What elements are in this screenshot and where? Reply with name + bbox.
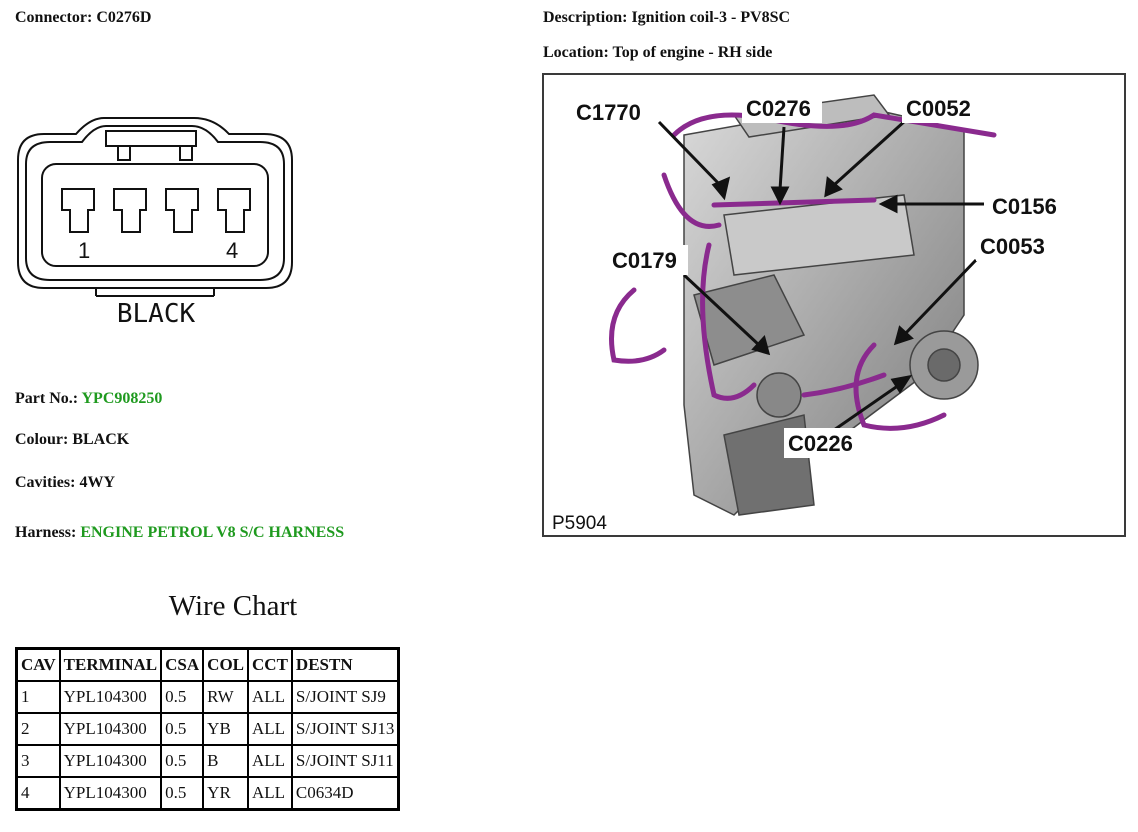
cell-cct: ALL — [247, 680, 293, 714]
connector-outer-housing — [17, 117, 293, 289]
cavities-field: Cavities: 4WY — [15, 474, 115, 492]
callout-c0179: C0179 — [612, 248, 677, 273]
harness-field: Harness: ENGINE PETROL V8 S/C HARNESS — [15, 524, 344, 542]
cell-col: B — [202, 744, 250, 778]
part-no-value: YPC908250 — [81, 390, 163, 407]
connector-value: C0276D — [96, 9, 152, 26]
table-header-row: CAV TERMINAL CSA COL CCT DESTN — [15, 647, 400, 682]
cell-csa: 0.5 — [160, 776, 205, 811]
cell-cct: ALL — [247, 712, 293, 746]
location-value: Top of engine - RH side — [612, 44, 773, 61]
wire-chart-title: Wire Chart — [168, 590, 298, 622]
location-label: Location: — [543, 44, 609, 61]
pin-number-first: 1 — [78, 238, 90, 263]
description-value: Ignition coil-3 - PV8SC — [631, 9, 791, 26]
callout-label-bg — [572, 93, 1068, 458]
cavity-4 — [217, 188, 251, 233]
colour-value: BLACK — [72, 431, 130, 448]
cell-terminal: YPL104300 — [58, 776, 163, 811]
cell-destn: S/JOINT SJ13 — [290, 712, 400, 746]
colour-field: Colour: BLACK — [15, 431, 129, 449]
part-no-field: Part No.: YPC908250 — [15, 390, 162, 408]
latch-tab-left — [117, 145, 131, 161]
cavities-value: 4WY — [79, 474, 115, 491]
harness-value: ENGINE PETROL V8 S/C HARNESS — [80, 524, 345, 541]
header-terminal: TERMINAL — [58, 647, 163, 682]
cell-cav: 1 — [15, 680, 61, 714]
cell-cav: 2 — [15, 712, 61, 746]
cell-terminal: YPL104300 — [58, 680, 163, 714]
callout-c0053: C0053 — [980, 234, 1045, 259]
header-cav: CAV — [15, 647, 61, 682]
cell-csa: 0.5 — [160, 680, 205, 714]
callout-c0052: C0052 — [906, 96, 971, 121]
connector-inner-housing — [25, 125, 285, 281]
connector-label: Connector: — [15, 9, 93, 26]
harness-label: Harness: — [15, 524, 77, 541]
table-row: 1 YPL104300 0.5 RW ALL S/JOINT SJ9 — [15, 680, 400, 714]
header-csa: CSA — [160, 647, 205, 682]
cell-csa: 0.5 — [160, 712, 205, 746]
callout-c0276: C0276 — [746, 96, 811, 121]
figure-id: P5904 — [552, 513, 607, 534]
header-cct: CCT — [247, 647, 293, 682]
callout-c0226: C0226 — [788, 431, 853, 456]
description-label: Description: — [543, 9, 628, 26]
header-col: COL — [202, 647, 250, 682]
cell-destn: S/JOINT SJ9 — [290, 680, 400, 714]
table-row: 3 YPL104300 0.5 B ALL S/JOINT SJ11 — [15, 744, 400, 778]
cell-cav: 3 — [15, 744, 61, 778]
cavity-shapes — [61, 188, 251, 233]
pin-cavity-area — [41, 163, 269, 267]
part-no-label: Part No.: — [15, 390, 79, 407]
cell-cct: ALL — [247, 744, 293, 778]
cavity-2 — [113, 188, 147, 233]
engine-illustration: C1770 C0276 C0052 C0156 C0179 C0053 C022… — [552, 93, 1068, 534]
cell-col: YR — [202, 776, 250, 811]
table-row: 2 YPL104300 0.5 YB ALL S/JOINT SJ13 — [15, 712, 400, 746]
location-field: Location: Top of engine - RH side — [543, 44, 772, 62]
connector-colour-label: BLACK — [117, 299, 196, 329]
cavity-1 — [61, 188, 95, 233]
connector-face-diagram: 1 4 BLACK — [17, 117, 293, 329]
cell-col: RW — [202, 680, 250, 714]
pin-number-last: 4 — [226, 238, 238, 263]
cell-cct: ALL — [247, 776, 293, 811]
cell-terminal: YPL104300 — [58, 744, 163, 778]
callout-leaders — [657, 118, 984, 432]
colour-label: Colour: — [15, 431, 69, 448]
cell-destn: C0634D — [290, 776, 400, 811]
latch-bar — [105, 130, 197, 147]
latch-tab-right — [179, 145, 193, 161]
cavity-3 — [165, 188, 199, 233]
header-destn: DESTN — [290, 647, 400, 682]
cell-csa: 0.5 — [160, 744, 205, 778]
engine-location-figure: C1770 C0276 C0052 C0156 C0179 C0053 C022… — [542, 73, 1126, 537]
cell-col: YB — [202, 712, 250, 746]
connector-field: Connector: C0276D — [15, 9, 151, 27]
description-field: Description: Ignition coil-3 - PV8SC — [543, 9, 790, 27]
callout-c0156: C0156 — [992, 194, 1057, 219]
cavities-label: Cavities: — [15, 474, 76, 491]
callout-c1770: C1770 — [576, 100, 641, 125]
cell-terminal: YPL104300 — [58, 712, 163, 746]
table-row: 4 YPL104300 0.5 YR ALL C0634D — [15, 776, 400, 811]
cell-cav: 4 — [15, 776, 61, 811]
cell-destn: S/JOINT SJ11 — [290, 744, 400, 778]
wire-chart-table: CAV TERMINAL CSA COL CCT DESTN 1 YPL1043… — [15, 647, 401, 811]
